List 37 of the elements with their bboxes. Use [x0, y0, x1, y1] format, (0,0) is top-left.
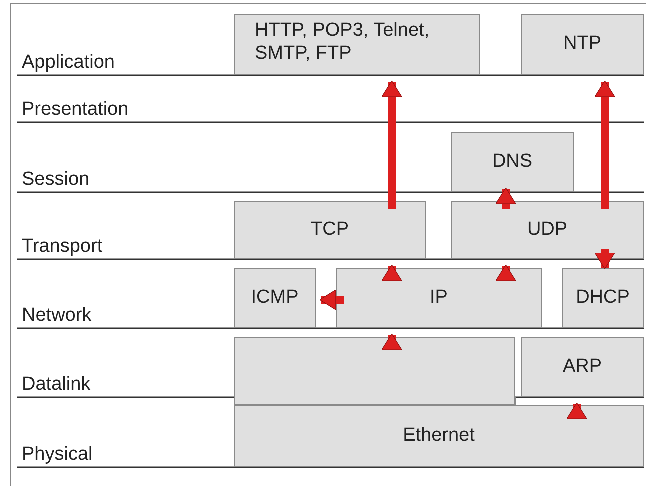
- arrow: [382, 80, 402, 209]
- protocol-name: Ethernet: [403, 424, 475, 448]
- arrow: [496, 264, 516, 282]
- protocol-box: [234, 14, 480, 75]
- protocol-box: [451, 201, 644, 259]
- protocol-box: [521, 14, 644, 75]
- arrow: [566, 402, 588, 420]
- protocol-name: DHCP: [576, 286, 630, 310]
- protocol-box: [451, 132, 574, 192]
- protocol-name: HTTP, POP3, Telnet, SMTP, FTP: [255, 20, 431, 66]
- arrow: [594, 249, 616, 270]
- protocol-name: ARP: [562, 356, 602, 378]
- protocol-name: DNS: [492, 150, 533, 174]
- layer-label: Transport: [22, 237, 103, 256]
- protocol-box: [336, 268, 542, 328]
- layer-label: Application: [22, 53, 115, 72]
- protocol-box: [521, 337, 644, 397]
- protocol-box: [234, 201, 426, 259]
- arrow: [320, 290, 344, 310]
- arrow: [496, 188, 516, 209]
- protocol-box: [234, 268, 316, 328]
- arrow: [382, 334, 402, 350]
- arrow: [382, 264, 402, 282]
- protocol-box: [234, 405, 644, 467]
- arrow: [594, 80, 616, 209]
- layer-label: Presentation: [22, 100, 129, 119]
- protocol-name: ICMP: [251, 286, 299, 310]
- layer-label: Datalink: [22, 375, 91, 394]
- protocol-box: [562, 268, 644, 328]
- layer-label: Network: [22, 306, 92, 325]
- protocol-name: TCP: [311, 218, 349, 242]
- protocol-name: NTP: [564, 33, 602, 56]
- layer-block: [234, 337, 515, 405]
- layer-label: Session: [22, 170, 90, 189]
- protocol-name: IP: [430, 286, 448, 310]
- protocol-name: UDP: [527, 218, 568, 242]
- layer-label: Physical: [22, 445, 93, 464]
